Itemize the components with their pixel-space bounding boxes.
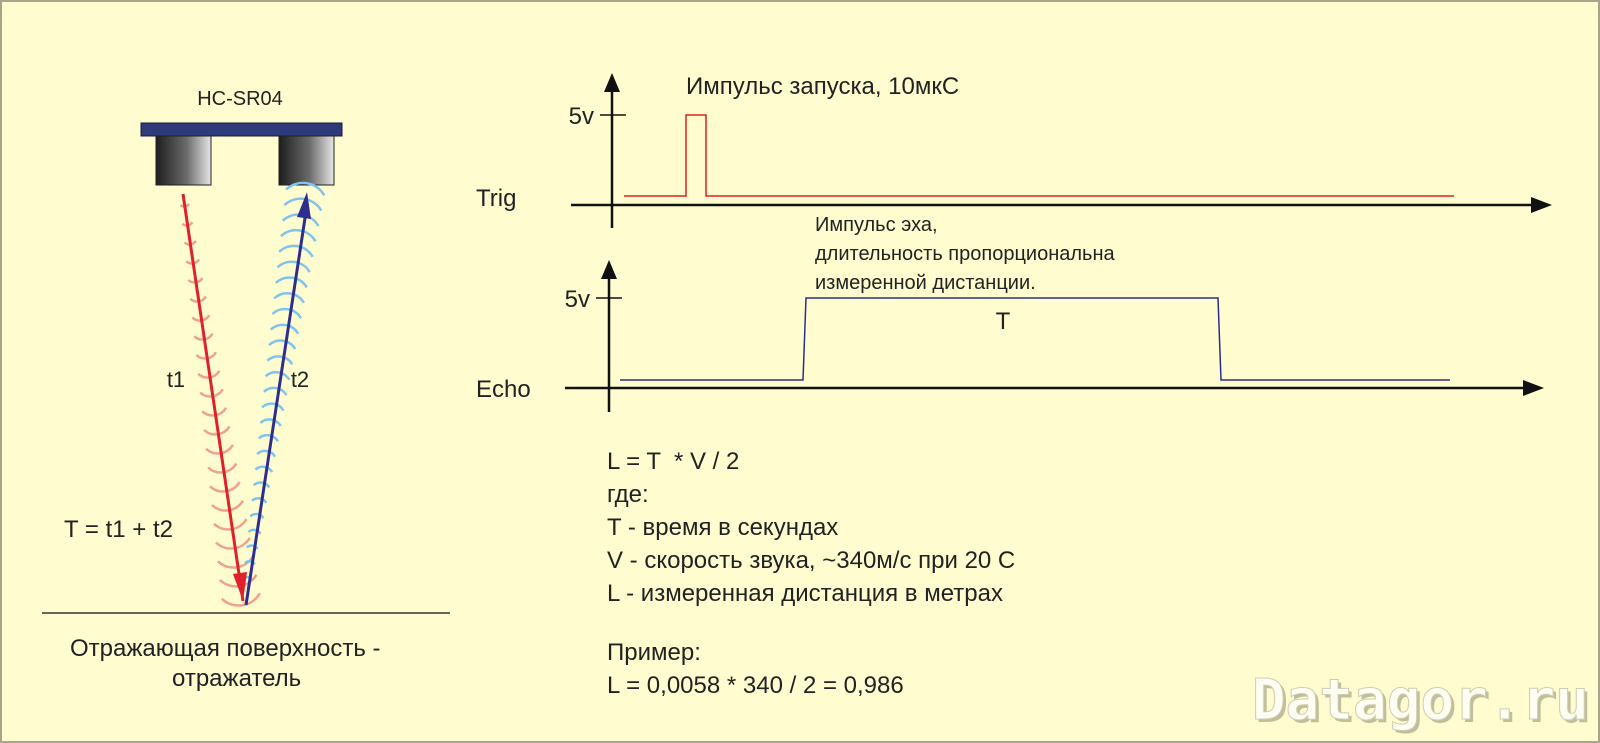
outgoing-arrowhead [233, 572, 247, 601]
sensor-board [140, 122, 343, 137]
echo-x-arrowhead [1523, 380, 1544, 396]
echo-signal [620, 297, 1450, 381]
transmitter [155, 135, 212, 186]
echo-axes [565, 260, 1544, 412]
outgoing-ray [181, 193, 247, 602]
sound-wave-arc [283, 197, 323, 212]
echo-caption-line1: Импульс эха, [815, 214, 938, 236]
sound-wave-arc [263, 386, 288, 396]
watermark: Datagor.ru [1252, 668, 1589, 733]
sound-wave-arc [268, 339, 297, 350]
trig-caption: Импульс запуска, 10мкС [686, 73, 959, 100]
example-calculation: L = 0,0058 * 340 / 2 = 0,986 [607, 672, 904, 699]
sum-formula: T = t1 + t2 [64, 516, 173, 543]
sound-wave-arc [264, 370, 291, 381]
trig-5v-label: 5v [569, 103, 594, 130]
return-ray [244, 192, 311, 606]
echo-5v-label: 5v [565, 286, 590, 313]
sound-wave-arc [252, 481, 271, 489]
t2-label: t2 [291, 367, 309, 392]
sensor-group: HC-SR04 [140, 88, 343, 186]
example-title: Пример: [607, 639, 701, 666]
definition-t: T - время в секундах [607, 514, 838, 541]
sound-wave-arc [257, 433, 279, 443]
where-label: где: [607, 481, 649, 508]
t1-label: t1 [167, 367, 185, 392]
sound-wave-arc [256, 449, 277, 458]
sound-wave-arc [244, 560, 256, 566]
return-arrowhead [297, 192, 311, 219]
trig-axis-label: Trig [476, 185, 516, 212]
sound-wave-arc [261, 402, 285, 412]
echo-axis-label: Echo [476, 376, 531, 403]
echo-caption-line2: длительность пропорциональна [815, 243, 1116, 265]
sensor-label: HC-SR04 [197, 88, 283, 110]
receiver [278, 135, 335, 186]
sound-wave-arc [220, 592, 261, 607]
trig-y-arrowhead [604, 73, 620, 92]
trig-axes [571, 73, 1552, 228]
sound-wave-arc [285, 181, 326, 196]
sound-wave-arc [247, 528, 262, 535]
sound-wave-arc [249, 512, 265, 520]
definition-l: L - измеренная дистанция в метрах [607, 580, 1003, 607]
watermark-shadow: Datagor.ru [1255, 671, 1592, 736]
explanation-block: L = T * V / 2 где: T - время в секундах … [607, 448, 1015, 699]
sound-wave-arc [274, 276, 308, 289]
sound-wave-arc [266, 355, 294, 366]
echo-y-arrowhead [601, 260, 617, 279]
sound-wave-arc [278, 244, 314, 258]
sound-wave-arc [269, 323, 300, 335]
sound-wave-arc [271, 307, 303, 319]
sound-wave-arc [259, 418, 282, 427]
echo-pulse-label: T [996, 308, 1011, 335]
sound-wave-arc [245, 544, 259, 550]
sound-wave-arc [254, 465, 274, 473]
sound-wave-arc [251, 497, 268, 504]
sound-wave-arc [276, 260, 311, 273]
definition-v: V - скорость звука, ~340м/с при 20 С [607, 547, 1015, 574]
trig-x-arrowhead [1531, 197, 1552, 213]
distance-formula: L = T * V / 2 [607, 448, 739, 475]
echo-caption-line3: измеренной дистанции. [815, 272, 1036, 294]
sound-wave-arc [273, 292, 305, 304]
surface-label-line1: Отражающая поверхность - [70, 635, 381, 662]
sound-wave-arc [280, 228, 317, 243]
trig-signal [624, 114, 1454, 197]
surface-label-line2: отражатель [172, 665, 301, 692]
